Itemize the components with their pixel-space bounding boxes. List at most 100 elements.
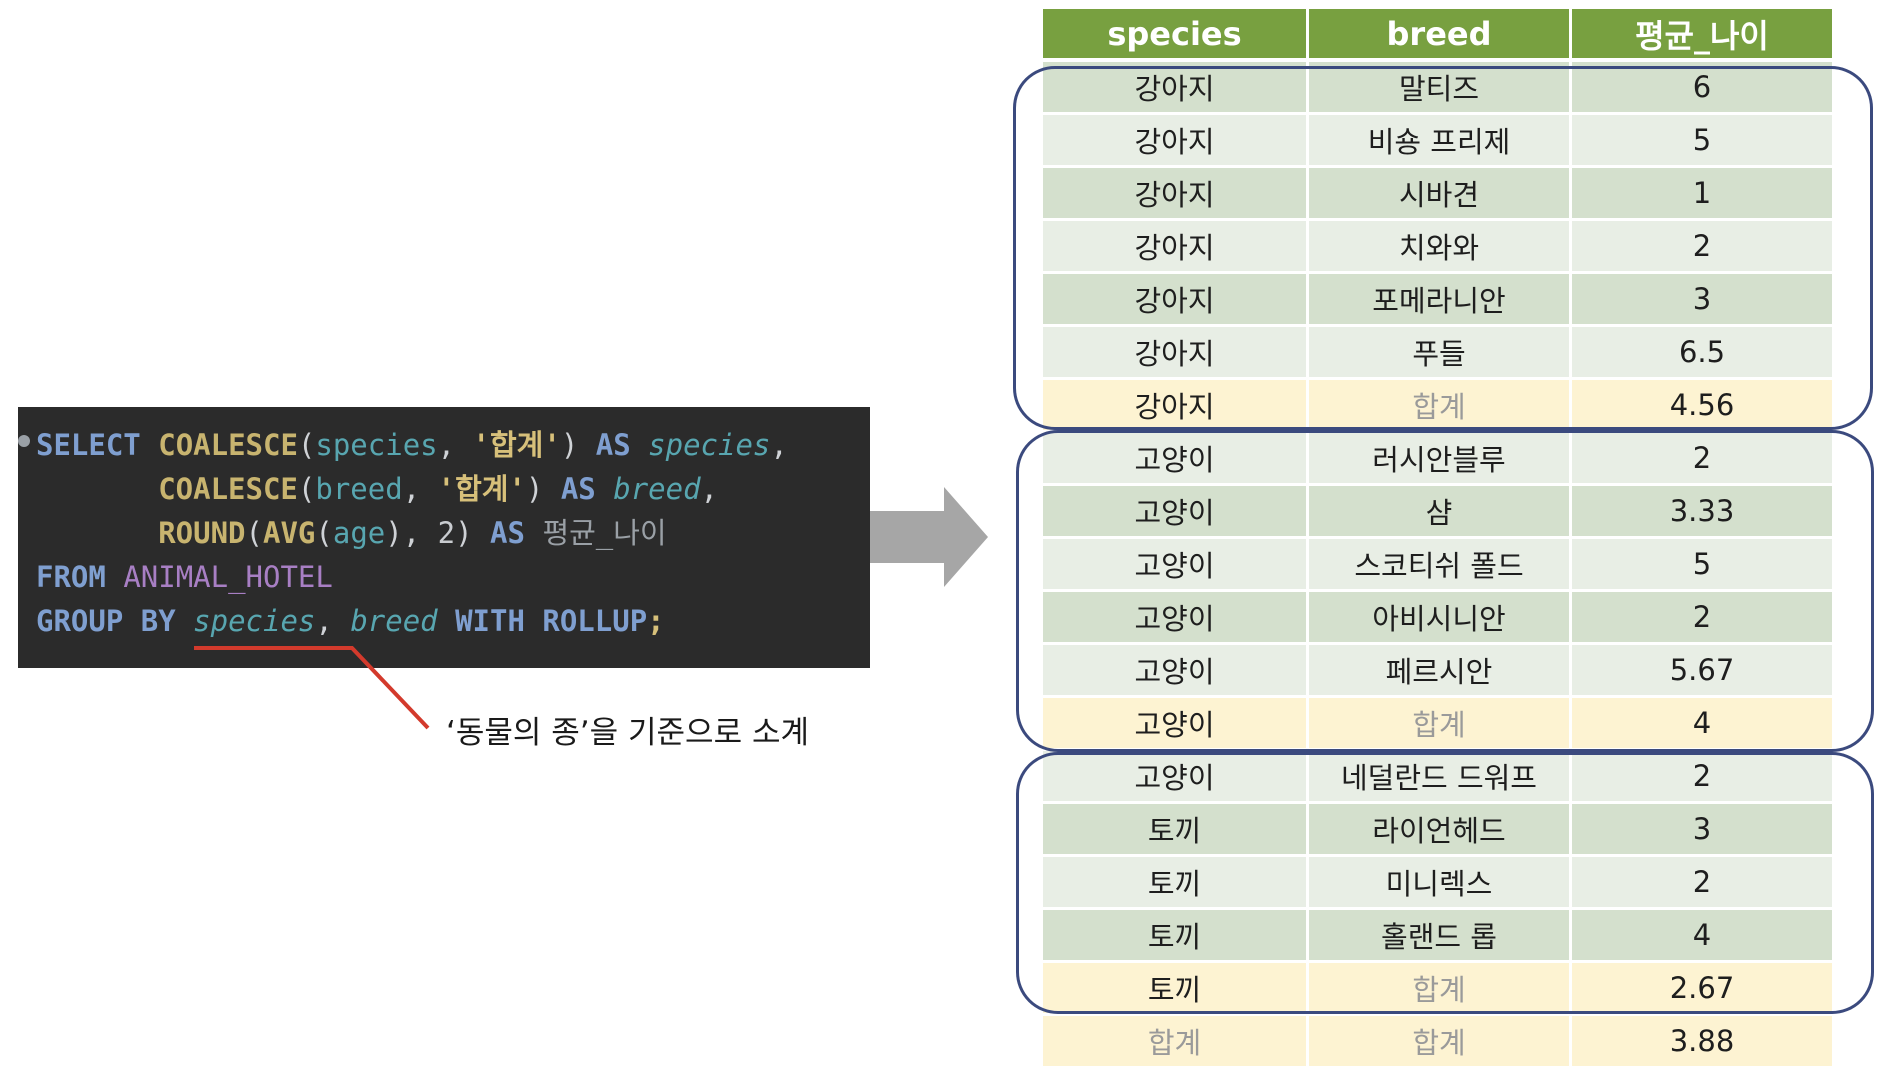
cell-avg-age: 6.5 — [1569, 327, 1832, 380]
num-two: 2 — [437, 516, 456, 550]
cell-breed: 시바견 — [1306, 168, 1569, 221]
cell-species: 강아지 — [1043, 62, 1306, 115]
cell-avg-age: 3 — [1569, 274, 1832, 327]
col-breed: breed — [315, 472, 403, 506]
cell-avg-age: 3.33 — [1569, 486, 1832, 539]
sql-code-panel: SELECT COALESCE(species, '합계') AS specie… — [18, 407, 870, 668]
header-avg-age: 평균_나이 — [1569, 9, 1832, 62]
cell-species: 강아지 — [1043, 221, 1306, 274]
cell-avg-age: 4 — [1569, 910, 1832, 963]
kw-as: AS — [595, 428, 631, 462]
cell-species: 강아지 — [1043, 274, 1306, 327]
fn-avg: AVG — [263, 516, 316, 550]
cell-breed: 샴 — [1306, 486, 1569, 539]
col-age: age — [332, 516, 386, 550]
cell-avg-age: 1 — [1569, 168, 1832, 221]
cell-breed: 포메라니안 — [1306, 274, 1569, 327]
cell-breed: 치와와 — [1306, 221, 1569, 274]
code-line-5: GROUP BY species, breed WITH ROLLUP; — [36, 604, 665, 638]
col-species: species — [315, 428, 438, 462]
cell-breed: 미니렉스 — [1306, 857, 1569, 910]
cell-breed: 합계 — [1306, 698, 1569, 751]
cell-species: 강아지 — [1043, 327, 1306, 380]
cell-species: 고양이 — [1043, 433, 1306, 486]
cell-species: 고양이 — [1043, 751, 1306, 804]
kw-select: SELECT — [36, 428, 141, 462]
cell-avg-age: 2 — [1569, 857, 1832, 910]
table-header-row: species breed 평균_나이 — [1043, 9, 1832, 62]
kw-group-by: GROUP BY — [36, 604, 176, 638]
fn-coalesce: COALESCE — [158, 472, 298, 506]
annotation-subtotal-note: ‘동물의 종’을 기준으로 소계 — [446, 715, 809, 751]
cell-avg-age: 5 — [1569, 115, 1832, 168]
header-species: species — [1043, 9, 1306, 62]
cell-species: 토끼 — [1043, 804, 1306, 857]
kw-as: AS — [490, 516, 525, 550]
code-line-2: COALESCE(breed, '합계') AS breed, — [158, 472, 719, 506]
group-col-species: species — [193, 604, 316, 638]
alias-breed: breed — [613, 472, 701, 506]
code-line-1: SELECT COALESCE(species, '합계') AS specie… — [36, 428, 788, 462]
group-outline-rabbit — [1016, 752, 1874, 1014]
fn-round: ROUND — [158, 516, 246, 550]
literal-total: '합계' — [472, 428, 561, 462]
fn-coalesce: COALESCE — [158, 428, 298, 462]
cell-species: 토끼 — [1043, 857, 1306, 910]
cell-avg-age: 2 — [1569, 433, 1832, 486]
kw-with-rollup: WITH ROLLUP — [455, 604, 648, 638]
group-outline-cat — [1016, 430, 1874, 752]
cell-breed: 라이언헤드 — [1306, 804, 1569, 857]
cell-breed: 합계 — [1306, 1016, 1569, 1069]
alias-avg-age: 평균_나이 — [542, 516, 667, 550]
cell-avg-age: 3.88 — [1569, 1016, 1832, 1069]
annotation-leader-line — [194, 646, 430, 730]
cell-species: 고양이 — [1043, 539, 1306, 592]
cell-species: 합계 — [1043, 1016, 1306, 1069]
cell-avg-age: 3 — [1569, 804, 1832, 857]
cell-breed: 네덜란드 드워프 — [1306, 751, 1569, 804]
cell-species: 강아지 — [1043, 115, 1306, 168]
cell-species: 고양이 — [1043, 698, 1306, 751]
cell-avg-age: 4.56 — [1569, 380, 1832, 433]
alias-species: species — [648, 428, 771, 462]
cell-species: 고양이 — [1043, 645, 1306, 698]
cell-avg-age: 2 — [1569, 751, 1832, 804]
cell-breed: 페르시안 — [1306, 645, 1569, 698]
cell-breed: 러시안블루 — [1306, 433, 1569, 486]
cell-breed: 스코티쉬 폴드 — [1306, 539, 1569, 592]
right-arrow-icon — [870, 487, 988, 587]
table-name: ANIMAL_HOTEL — [123, 560, 333, 594]
cell-species: 강아지 — [1043, 380, 1306, 433]
cell-avg-age: 5 — [1569, 539, 1832, 592]
kw-from: FROM — [36, 560, 106, 594]
cell-species: 토끼 — [1043, 963, 1306, 1016]
cell-avg-age: 2 — [1569, 592, 1832, 645]
cell-breed: 아비시니안 — [1306, 592, 1569, 645]
cell-species: 강아지 — [1043, 168, 1306, 221]
cell-breed: 말티즈 — [1306, 62, 1569, 115]
cell-avg-age: 2.67 — [1569, 963, 1832, 1016]
header-breed: breed — [1306, 9, 1569, 62]
kw-as: AS — [560, 472, 596, 506]
code-line-3: ROUND(AVG(age), 2) AS 평균_나이 — [158, 516, 667, 550]
cell-breed: 합계 — [1306, 963, 1569, 1016]
cell-avg-age: 2 — [1569, 221, 1832, 274]
cell-species: 고양이 — [1043, 592, 1306, 645]
